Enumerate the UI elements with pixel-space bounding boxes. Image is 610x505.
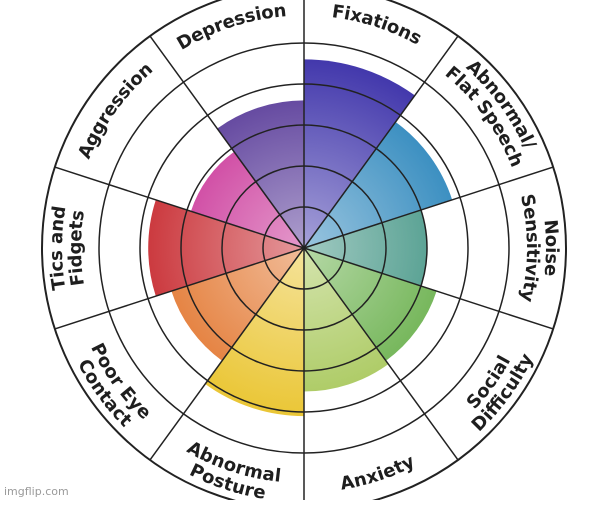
segment-label: Tics and xyxy=(46,205,70,292)
segment-tics-and-fidgets xyxy=(148,199,304,297)
spoke-line xyxy=(303,247,459,461)
watermark-text: imgflip.com xyxy=(4,485,69,498)
spoke-line xyxy=(303,166,554,249)
spoke-line xyxy=(54,247,305,330)
segment-noise-sensitivity xyxy=(304,209,427,287)
segment-poor-eye-contact xyxy=(171,248,304,361)
spoke-line xyxy=(303,35,459,249)
spoke-line xyxy=(149,247,305,461)
segment-abnormal-posture xyxy=(205,248,304,417)
spoke-line xyxy=(303,247,554,330)
segment-label: Fidgets xyxy=(65,209,89,288)
spoke-line xyxy=(54,166,305,249)
segment-aggression xyxy=(190,151,304,248)
segment-abnormal-flat-speech xyxy=(304,121,453,248)
spoke-line xyxy=(149,35,305,249)
segment-label: Noise xyxy=(539,219,562,277)
segment-depression xyxy=(217,100,304,249)
segment-social-difficulty xyxy=(304,248,437,361)
